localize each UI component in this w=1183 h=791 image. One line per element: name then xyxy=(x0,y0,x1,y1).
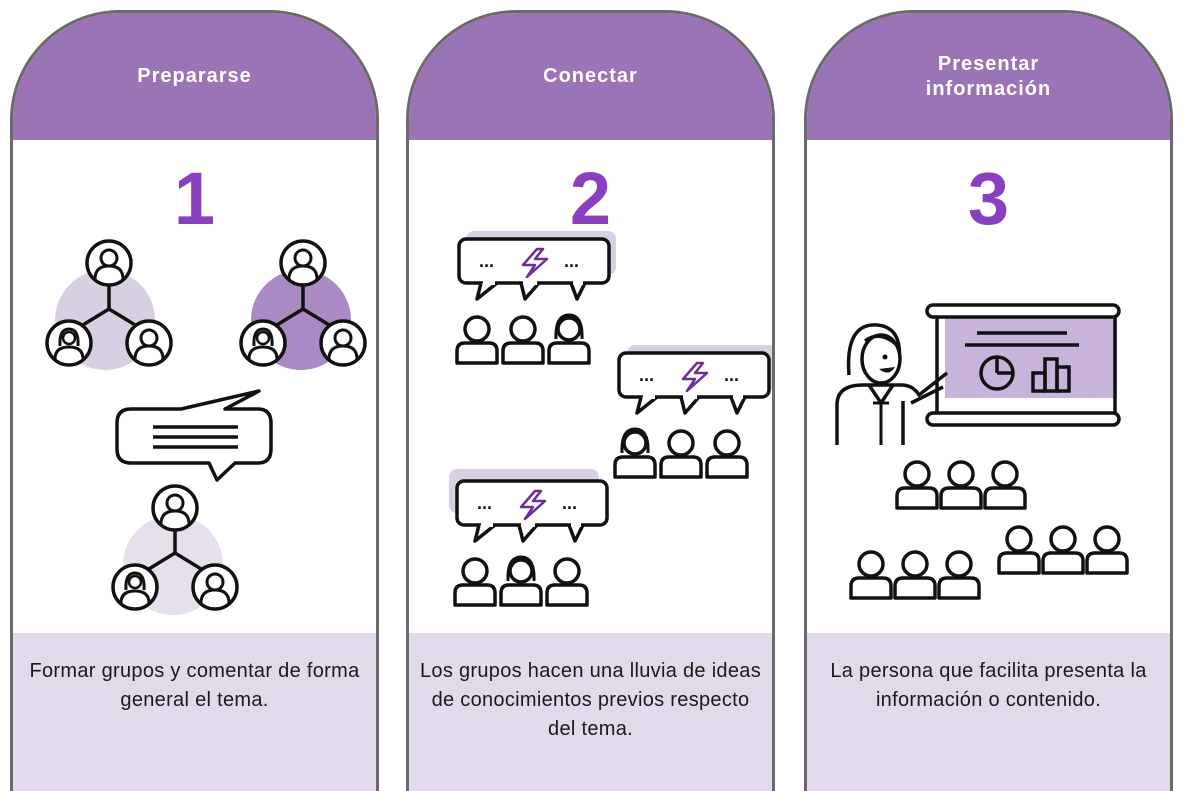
step-card-conectar: Conectar 2 Los grupos hacen una lluvia d… xyxy=(406,10,775,791)
step-description: La persona que facilita presenta la info… xyxy=(830,660,1147,711)
step-description-box: La persona que facilita presenta la info… xyxy=(807,633,1170,791)
step-number: 1 xyxy=(173,157,216,240)
step-description-box: Los grupos hacen una lluvia de ideas de … xyxy=(409,633,772,791)
group-network-icon xyxy=(13,223,376,623)
step-title: Presentar información xyxy=(925,52,1052,100)
presentation-icon xyxy=(807,223,1170,623)
brainstorm-icon xyxy=(409,223,772,623)
step-header: Prepararse xyxy=(13,13,376,140)
step-number: 2 xyxy=(569,157,612,240)
step-description: Formar grupos y comentar de forma genera… xyxy=(29,660,360,711)
step-description-box: Formar grupos y comentar de forma genera… xyxy=(13,633,376,791)
step-card-prepararse: Prepararse 1 xyxy=(10,10,379,791)
step-title: Conectar xyxy=(543,65,638,87)
step-header: Presentar información xyxy=(807,13,1170,140)
step-description: Los grupos hacen una lluvia de ideas de … xyxy=(419,660,762,740)
step-title: Prepararse xyxy=(137,65,252,87)
step-header: Conectar xyxy=(409,13,772,140)
step-number: 3 xyxy=(967,157,1010,240)
step-card-presentar: Presentar información 3 xyxy=(804,10,1173,791)
